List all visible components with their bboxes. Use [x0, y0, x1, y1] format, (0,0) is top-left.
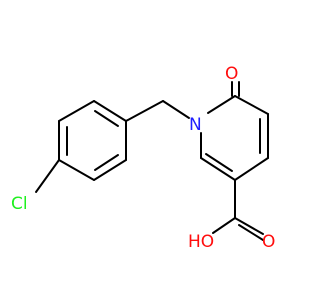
bond-c6-c5: [234, 95, 269, 115]
bond-c3-c2: [200, 157, 236, 181]
bonds: [35, 81, 269, 241]
bond-ar5-double: [94, 154, 119, 171]
atom-labels: O N Cl HO O: [11, 64, 275, 252]
atom-oxygen-acid: O: [262, 232, 275, 252]
bond-ar1: [93, 100, 127, 122]
molecule-canvas: O N Cl HO O: [11, 64, 275, 252]
bond-ar4: [58, 159, 95, 181]
bond-c-oh: [212, 217, 236, 234]
bond-c4-c3: [234, 157, 269, 181]
bond-c3-c2-double: [205, 153, 233, 172]
bond-n-ch2: [162, 100, 190, 119]
atom-oxygen-carbonyl: O: [225, 64, 238, 84]
bond-ar1-double: [94, 110, 119, 127]
bond-c-o: [234, 217, 264, 235]
bond-n-c6: [207, 95, 236, 114]
bond-ch2-ar: [125, 100, 164, 122]
bond-ar5: [93, 159, 127, 181]
molecule-structure: O N Cl HO O: [11, 64, 275, 252]
atom-nitrogen: N: [189, 115, 202, 135]
atom-chlorine: Cl: [11, 194, 28, 214]
bond-ar2: [58, 100, 95, 122]
bond-c-o-double: [238, 224, 264, 241]
bond-ar-cl: [35, 159, 60, 193]
atom-hydroxyl: HO: [188, 232, 214, 252]
